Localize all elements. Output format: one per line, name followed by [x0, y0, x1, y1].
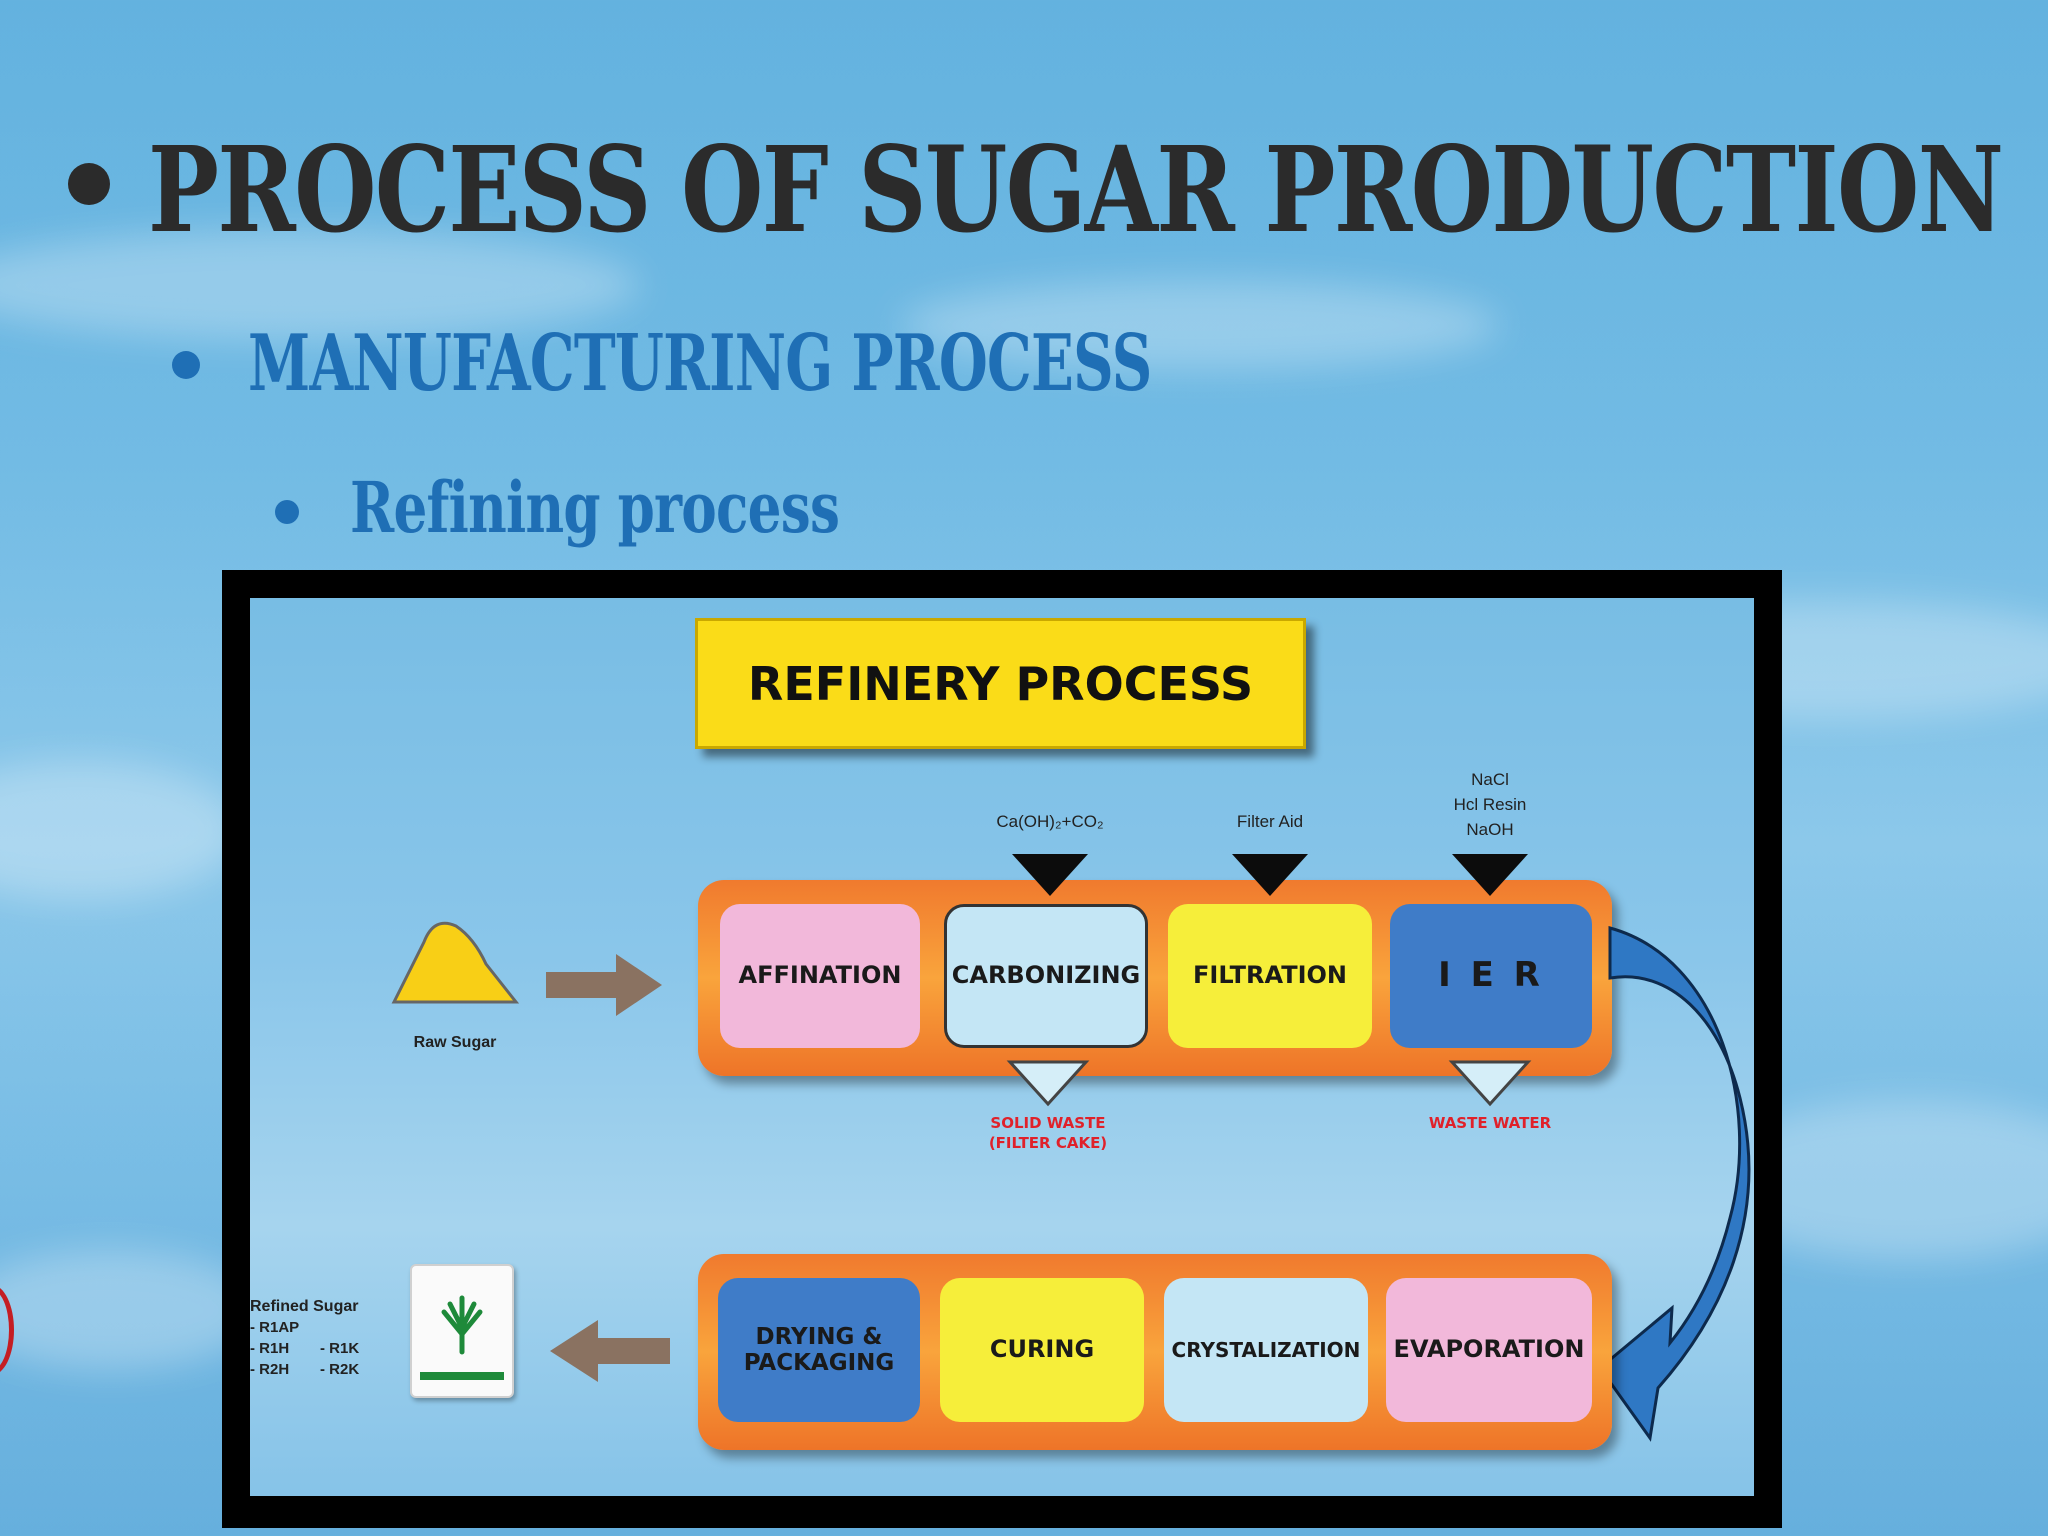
stage-label-line: PACKAGING [743, 1350, 895, 1376]
grade-r1k: - R1K [320, 1340, 360, 1357]
slide-subsubtitle: Refining process [350, 466, 840, 549]
stage-drying-packaging: DRYING & PACKAGING [718, 1278, 920, 1422]
input-triangle-icon [1012, 854, 1088, 896]
solid-waste-label-2: (FILTER CAKE) [988, 1134, 1108, 1152]
stage-curing: CURING [940, 1278, 1144, 1422]
bullet-dot [172, 351, 200, 379]
stage-affination: AFFINATION [720, 904, 920, 1048]
slide-title: PROCESS OF SUGAR PRODUCTION [148, 120, 2004, 259]
raw-sugar-label: Raw Sugar [413, 1034, 497, 1051]
refined-sugar-title: Refined Sugar [250, 1298, 359, 1315]
solid-waste-label-1: SOLID WASTE [990, 1114, 1106, 1132]
cloud [0, 1250, 260, 1370]
bullet-dot [275, 500, 299, 524]
bag-band [420, 1372, 504, 1380]
sugarcane-logo-icon [441, 1295, 483, 1355]
stage-evaporation: EVAPORATION [1386, 1278, 1592, 1422]
stage-label-line: DRYING & [755, 1323, 883, 1350]
input-triangle-icon [1452, 854, 1528, 896]
curved-arrow-icon [1597, 926, 1751, 1442]
output-triangle-icon [1448, 1060, 1532, 1107]
ier-input-label-1: NaCl [1471, 770, 1509, 789]
grade-r2k: - R2K [320, 1361, 360, 1378]
cloud [0, 230, 640, 340]
grade-r2h: - R2H [250, 1361, 290, 1378]
stage-carbonizing: CARBONIZING [944, 904, 1148, 1048]
raw-sugar-icon [391, 921, 520, 1004]
filtration-input-label: Filter Aid [1236, 812, 1304, 831]
bullet-dot [68, 163, 110, 205]
stage-crystalization: CRYSTALIZATION [1164, 1278, 1368, 1422]
diagram-title: REFINERY PROCESS [695, 618, 1306, 749]
arrow-left-icon [550, 1320, 670, 1382]
input-triangle-icon [1232, 854, 1308, 896]
grade-r1h: - R1H [250, 1340, 290, 1357]
slide-subtitle: MANUFACTURING PROCESS [248, 318, 1152, 409]
ier-input-label-3: NaOH [1466, 820, 1514, 839]
cloud [0, 760, 240, 900]
cloud [900, 280, 1500, 370]
stage-filtration: FILTRATION [1168, 904, 1372, 1048]
carbonizing-input-label: Ca(OH)₂+CO₂ [996, 812, 1104, 831]
waste-water-label: WASTE WATER [1428, 1114, 1552, 1132]
ier-input-label-2: Hcl Resin [1453, 795, 1527, 814]
refinery-diagram: REFINERY PROCESS Raw Sugar AFFINATION CA… [250, 598, 1754, 1496]
sugar-bag-icon [410, 1264, 514, 1398]
output-triangle-icon [1006, 1060, 1090, 1107]
arrow-right-icon [546, 954, 662, 1016]
stage-ier: I E R [1390, 904, 1592, 1048]
grade-r1ap: - R1AP [250, 1319, 300, 1336]
